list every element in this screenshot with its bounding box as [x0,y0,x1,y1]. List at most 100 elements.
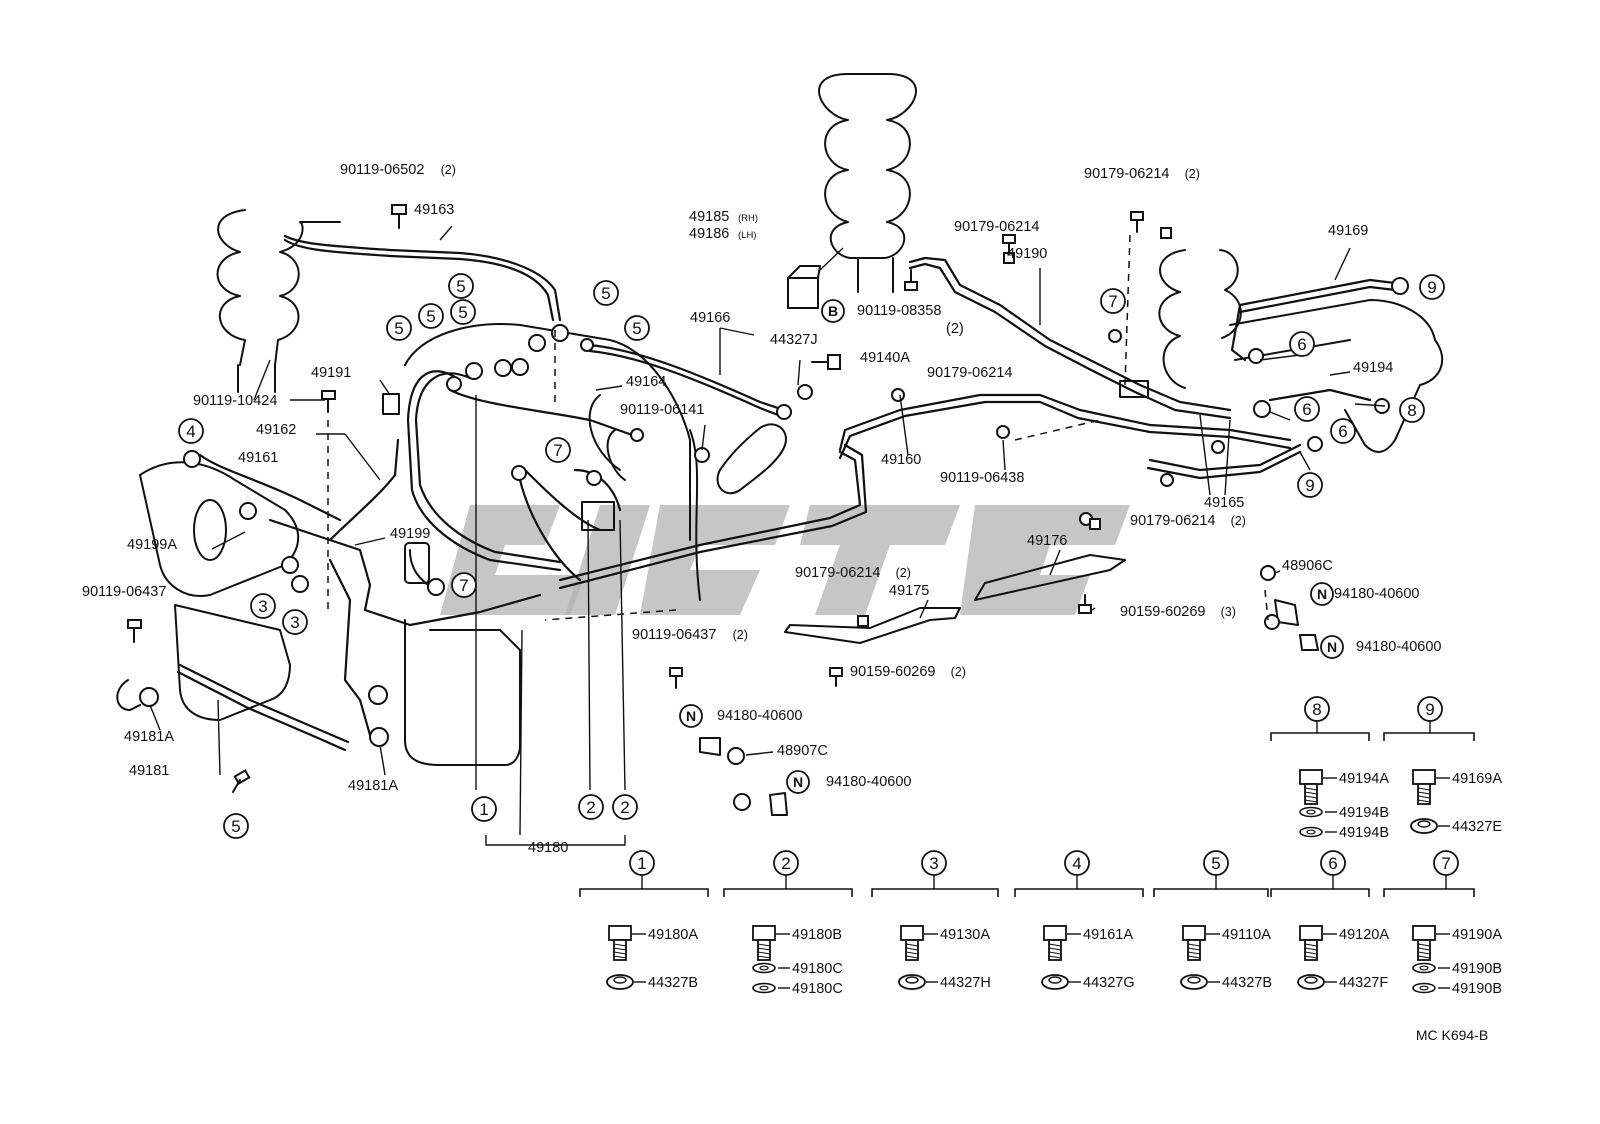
ref-number: 5 [394,319,403,338]
callout-c18: 49140A [860,350,910,366]
callout-qty-c31: (2) [1231,514,1246,528]
group-number: 4 [1072,854,1081,873]
callout-c42: 48907C [777,743,828,759]
group-item: 49194B [1299,825,1389,841]
group-item-label: 44327H [940,975,991,991]
group-item: 49120A [1299,925,1389,961]
group-item: 49194A [1299,769,1389,805]
strut-bellows-left [216,209,341,393]
ref-number: 5 [458,303,467,322]
n-mark-letter: N [793,774,803,790]
group-item: 49180C [752,961,843,977]
callout-c34: 49175 [889,583,929,599]
parts-group-4: 4 [1014,850,1144,897]
callout-c19: 49185 [689,209,729,225]
callout-c43: 94180-40600 [826,774,911,790]
parts-group-6: 6 [1270,850,1370,897]
callout-c35: 90159-60269 [1120,604,1205,620]
strut-bellows-right [1158,249,1242,389]
callout-c04: 49191 [311,365,351,381]
group-item: 49190A [1412,925,1502,961]
ref-number: 3 [258,597,267,616]
guide-lines [327,234,1269,621]
group-number: 7 [1441,854,1450,873]
ref-number: 5 [456,277,465,296]
callout-c12: 49181A [348,778,398,794]
group-item-label: 49180C [792,981,843,997]
bolt-90179-06214-b [1130,211,1144,233]
ref-number: 2 [620,798,629,817]
bolt-90119-06502 [391,204,407,229]
ref-circle: 2 [612,794,638,820]
ref-circle: 7 [545,437,571,463]
parts-group-7: 7 [1383,850,1475,897]
callout-c41: 94180-40600 [717,708,802,724]
group-item: 49190B [1412,961,1502,977]
group-item: 44327H [898,974,991,991]
callout-c13: 49180 [528,840,568,856]
group-item-label: 49190B [1452,981,1502,997]
callout-c22: 90179-06214 [954,219,1039,235]
ref-number: 1 [479,800,488,819]
bolt-90119-10424 [321,390,336,413]
group-item: 44327F [1297,974,1388,991]
bolt-90119-08358 [904,269,918,291]
callout-qty-c20: (LH) [738,230,756,241]
ref-circle: 5 [386,315,412,341]
bolt-90159-60269-b [829,667,843,687]
leader-lines [149,225,1386,846]
callout-c23: 49190 [1007,246,1047,262]
callout-c21: 90119-08358 [857,303,941,319]
callout-c26: 90179-06214 [927,365,1012,381]
callout-c06: 49161 [238,450,278,466]
group-item-label: 49180B [792,927,842,943]
callout-qty-c33: (2) [896,566,911,580]
bolt-90179-06214-a [1002,234,1016,255]
callout-c33: 90179-06214 [795,565,880,581]
ref-circle: 6 [1294,396,1320,422]
n-mark-letter: N [1317,586,1327,602]
ref-circle: 4 [178,418,204,444]
callout-c02: 49163 [414,202,454,218]
strut-bellows-center [818,73,917,293]
bolt-90119-06437 [127,619,142,643]
group-item: 49161A [1043,925,1133,961]
callout-qty-c24: (2) [1185,167,1200,181]
callout-c25: 49169 [1328,223,1368,239]
callout-c21q: (2) [946,321,964,337]
group-item-label: 44327B [648,975,698,991]
ref-number: 2 [586,798,595,817]
group-item-label: 49194B [1339,805,1389,821]
ref-number: 7 [1108,292,1117,311]
ref-number: 6 [1338,422,1347,441]
group-number: 5 [1211,854,1220,873]
ref-number: 6 [1302,400,1311,419]
group-item: 49110A [1182,925,1271,961]
callout-qty-c36: (2) [733,628,748,642]
ref-number: 9 [1427,278,1436,297]
parts-group-1: 1 [579,850,709,897]
callout-c03: 90119-10424 [193,393,277,409]
ref-circle: 6 [1330,418,1356,444]
callout-c10: 49181A [124,729,174,745]
callout-c14: 49166 [690,310,730,326]
group-item-label: 49180A [648,927,698,943]
callout-c05: 49162 [256,422,296,438]
callout-c36: 90119-06437 [632,627,716,643]
ref-number: 5 [632,319,641,338]
group-item-label: 49194A [1339,771,1389,787]
ref-circle: 5 [450,299,476,325]
bolt-90159-60269-a [1078,594,1092,614]
group-item-label: 49180C [792,961,843,977]
drawing-code: MC K694-B [1416,1027,1488,1043]
ref-circle: 3 [250,593,276,619]
ref-number: 5 [231,817,240,836]
callout-c38: 48906C [1282,558,1333,574]
callout-c11: 49181 [129,763,169,779]
ref-circle: 8 [1399,397,1425,423]
group-item-label: 49120A [1339,927,1389,943]
group-number: 9 [1425,700,1434,719]
brake-pipes [176,234,1397,752]
